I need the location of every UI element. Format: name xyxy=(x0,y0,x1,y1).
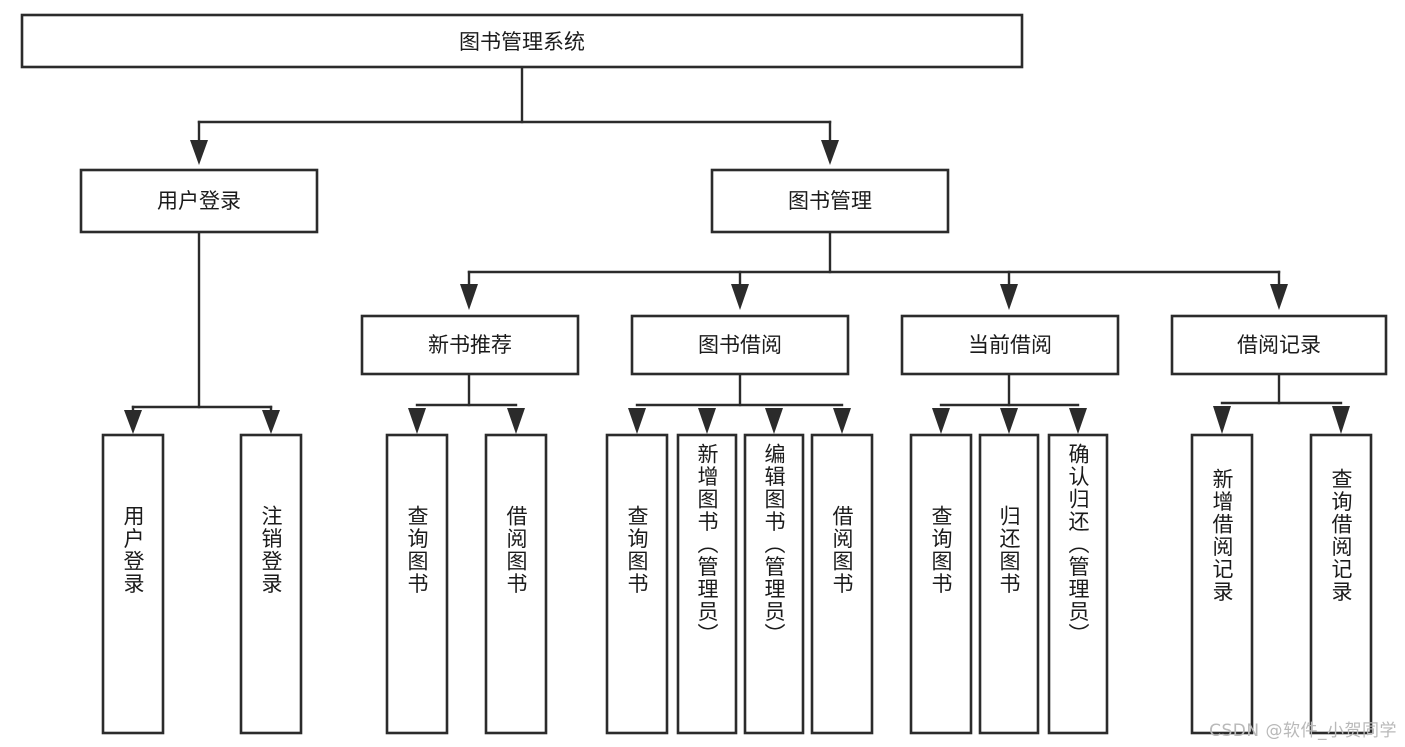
leaf-box-layer xyxy=(101,433,1373,735)
node-leaf8-box[interactable] xyxy=(810,433,874,735)
node-login-label: 用户登录 xyxy=(157,189,241,213)
arrow-head-leaf4 xyxy=(507,408,525,434)
arrow-head-current xyxy=(1000,284,1018,310)
node-root-label: 图书管理系统 xyxy=(459,30,585,54)
node-leaf4-box[interactable] xyxy=(484,433,548,735)
node-newbook-label: 新书推荐 xyxy=(428,333,512,357)
node-records-box[interactable] xyxy=(1170,314,1388,376)
node-borrow-box[interactable] xyxy=(630,314,850,376)
node-login[interactable]: 用户登录 xyxy=(79,168,319,234)
node-leaf5-box[interactable] xyxy=(605,433,669,735)
arrow-head-leaf6 xyxy=(698,408,716,434)
arrow-head-leaf11 xyxy=(1069,408,1087,434)
arrow-head-leaf7 xyxy=(765,408,783,434)
node-leaf13-box[interactable] xyxy=(1309,433,1373,735)
arrow-head-bookmgmt xyxy=(821,140,839,165)
node-records[interactable]: 借阅记录 xyxy=(1170,314,1388,376)
node-leaf11-box[interactable] xyxy=(1047,433,1109,735)
node-newbook[interactable]: 新书推荐 xyxy=(360,314,580,376)
node-current-label: 当前借阅 xyxy=(968,333,1052,357)
arrow-head-leaf12 xyxy=(1213,406,1231,434)
arrow-head-leaf1 xyxy=(124,410,142,434)
node-leaf7-box[interactable] xyxy=(743,433,805,735)
node-leaf3-box[interactable] xyxy=(385,433,449,735)
arrow-head-leaf2 xyxy=(262,410,280,434)
node-borrow-label: 图书借阅 xyxy=(698,333,782,357)
arrow-head-login xyxy=(190,140,208,165)
node-login-box[interactable] xyxy=(79,168,319,234)
node-leaf10-box[interactable] xyxy=(978,433,1040,735)
arrow-head-leaf9 xyxy=(932,408,950,434)
csdn-watermark: CSDN @软件_小贺同学 xyxy=(1209,721,1397,741)
node-bookmgmt[interactable]: 图书管理 xyxy=(710,168,950,234)
node-leaf6-box[interactable] xyxy=(676,433,738,735)
node-borrow[interactable]: 图书借阅 xyxy=(630,314,850,376)
arrow-head-borrow xyxy=(731,284,749,310)
connector-layer xyxy=(124,65,1350,434)
node-root[interactable]: 图书管理系统 xyxy=(20,13,1024,69)
arrow-head-newbook xyxy=(460,284,478,310)
arrow-head-leaf5 xyxy=(628,408,646,434)
arrow-head-leaf8 xyxy=(833,408,851,434)
node-leaf1-box[interactable] xyxy=(101,433,165,735)
arrow-head-leaf13 xyxy=(1332,406,1350,434)
node-newbook-box[interactable] xyxy=(360,314,580,376)
node-current[interactable]: 当前借阅 xyxy=(900,314,1120,376)
node-records-label: 借阅记录 xyxy=(1237,333,1321,357)
node-leaf9-box[interactable] xyxy=(909,433,973,735)
node-leaf12-box[interactable] xyxy=(1190,433,1254,735)
node-bookmgmt-label: 图书管理 xyxy=(788,189,872,213)
node-root-box[interactable] xyxy=(20,13,1024,69)
node-leaf2-box[interactable] xyxy=(239,433,303,735)
arrow-head-records xyxy=(1270,284,1288,310)
arrow-head-leaf3 xyxy=(408,408,426,434)
node-current-box[interactable] xyxy=(900,314,1120,376)
node-bookmgmt-box[interactable] xyxy=(710,168,950,234)
arrow-head-leaf10 xyxy=(1000,408,1018,434)
